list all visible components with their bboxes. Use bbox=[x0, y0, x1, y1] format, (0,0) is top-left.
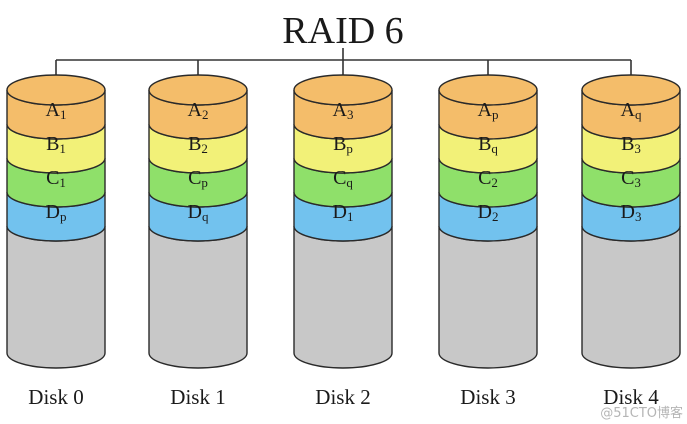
block-label-base: D bbox=[333, 201, 347, 223]
block-label-base: D bbox=[46, 201, 60, 223]
block-label-subscript: 1 bbox=[347, 209, 354, 224]
block-label: C3 bbox=[621, 167, 641, 190]
block-label-base: D bbox=[188, 201, 202, 223]
block-label-subscript: p bbox=[60, 209, 67, 224]
block-label: Bq bbox=[478, 133, 498, 156]
block-label: B3 bbox=[621, 133, 641, 156]
block-label-subscript: q bbox=[346, 175, 353, 190]
block-label-base: B bbox=[188, 133, 201, 155]
block-label-base: B bbox=[333, 133, 346, 155]
block-label-subscript: 2 bbox=[491, 175, 498, 190]
block-label: B2 bbox=[188, 133, 208, 156]
block-label-subscript: 2 bbox=[492, 209, 499, 224]
disk-top-cap bbox=[438, 74, 538, 106]
block-label: A3 bbox=[333, 99, 354, 122]
watermark: @51CTO博客 bbox=[600, 405, 683, 421]
block-label: Aq bbox=[621, 99, 642, 122]
block-label: A1 bbox=[46, 99, 67, 122]
block-label: D3 bbox=[621, 201, 642, 224]
block-label-base: B bbox=[478, 133, 491, 155]
block-label: Ap bbox=[478, 99, 499, 122]
block-label-base: C bbox=[478, 167, 491, 189]
block-label-subscript: 1 bbox=[59, 141, 66, 156]
block-label-base: C bbox=[621, 167, 634, 189]
block-label: Dq bbox=[188, 201, 209, 224]
block-label: B1 bbox=[46, 133, 66, 156]
block-label: Bp bbox=[333, 133, 353, 156]
block-label: A2 bbox=[188, 99, 209, 122]
block-label-subscript: 3 bbox=[347, 107, 354, 122]
block-label-subscript: p bbox=[201, 175, 208, 190]
disk-label: Disk 3 bbox=[460, 385, 515, 409]
block-label-subscript: 3 bbox=[635, 209, 642, 224]
block-label: C2 bbox=[478, 167, 498, 190]
block-label-subscript: 1 bbox=[59, 175, 66, 190]
block-label: Cp bbox=[188, 167, 208, 190]
disk-label: Disk 2 bbox=[315, 385, 370, 409]
block-label: C1 bbox=[46, 167, 66, 190]
block-label: Cq bbox=[333, 167, 353, 190]
block-label: D1 bbox=[333, 201, 354, 224]
block-label-subscript: 1 bbox=[60, 107, 67, 122]
block-label-base: B bbox=[46, 133, 59, 155]
block-label-base: B bbox=[621, 133, 634, 155]
block-label-base: A bbox=[478, 99, 493, 121]
block-label-subscript: q bbox=[202, 209, 209, 224]
block-label-base: A bbox=[188, 99, 203, 121]
block-label-subscript: p bbox=[346, 141, 353, 156]
block-label-subscript: 2 bbox=[202, 107, 209, 122]
disk-top-cap bbox=[581, 74, 681, 106]
disk-empty-region bbox=[148, 225, 248, 369]
diagram-title: RAID 6 bbox=[282, 10, 403, 52]
block-label: D2 bbox=[478, 201, 499, 224]
block-label: Dp bbox=[46, 201, 67, 224]
block-label-base: A bbox=[621, 99, 636, 121]
disk-label: Disk 4 bbox=[603, 385, 659, 409]
block-label-subscript: q bbox=[635, 107, 642, 122]
disk-empty-region bbox=[581, 225, 681, 369]
block-label-base: A bbox=[46, 99, 61, 121]
disk-label: Disk 1 bbox=[170, 385, 225, 409]
block-label-subscript: p bbox=[492, 107, 499, 122]
disk-top-cap bbox=[6, 74, 106, 106]
disk-empty-region bbox=[438, 225, 538, 369]
block-label-subscript: q bbox=[491, 141, 498, 156]
disk-empty-region bbox=[6, 225, 106, 369]
block-label-subscript: 2 bbox=[201, 141, 208, 156]
block-label-subscript: 3 bbox=[634, 141, 641, 156]
controller-connector bbox=[56, 48, 631, 61]
block-label-base: C bbox=[333, 167, 346, 189]
block-label-base: A bbox=[333, 99, 348, 121]
disk-top-cap bbox=[293, 74, 393, 106]
block-label-base: C bbox=[46, 167, 59, 189]
block-label-base: D bbox=[478, 201, 492, 223]
disk-empty-region bbox=[293, 225, 393, 369]
block-label-base: C bbox=[188, 167, 201, 189]
block-label-subscript: 3 bbox=[634, 175, 641, 190]
block-label-base: D bbox=[621, 201, 635, 223]
disk-label: Disk 0 bbox=[28, 385, 83, 409]
disk-top-cap bbox=[148, 74, 248, 106]
